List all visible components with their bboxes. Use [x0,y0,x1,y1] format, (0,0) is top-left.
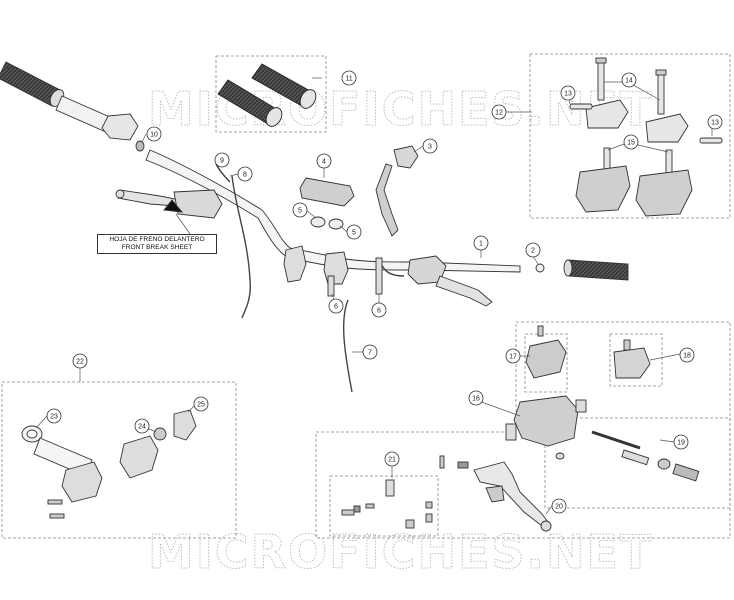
cable-adjuster-6b [375,257,383,295]
washer-5b [328,218,344,230]
note-line-english: FRONT BREAK SHEET [121,244,193,251]
throttle-group [21,409,197,519]
brake-lever-20 [473,461,549,527]
pin-13b [699,137,723,144]
callout-22: 22 [76,359,84,366]
cover-25 [173,409,197,441]
right-grip [567,259,629,281]
group-box-clamp-kit [609,333,663,387]
callout-14: 14 [625,78,633,85]
callout-5b: 5 [352,230,356,237]
group-box-throttle [1,381,237,539]
brake-sheet-pointer [163,199,184,213]
kill-switch-wire [375,163,399,237]
front-brake-sheet-note: HOJA DE FRENO DELANTERO FRONT BREAK SHEE… [97,234,217,254]
bolt-14b [657,71,665,115]
callout-23: 23 [50,414,58,421]
note-line-spanish: HOJA DE FRENO DELANTERO [109,236,205,243]
throttle-housing-upper [119,435,159,479]
bar-clamp-left [283,245,307,283]
callout-8: 8 [243,172,247,179]
lower-clamp-a [575,165,631,213]
cable-adjuster-6a [327,275,335,297]
clamps-group [569,57,723,217]
spring-19 [591,430,641,450]
bolt-15b [665,149,673,175]
group-box-reservoir-cap [524,333,568,393]
callout-18: 18 [683,353,691,360]
bolt-15a [603,147,611,171]
callout-15: 15 [627,140,635,147]
screw-22b [49,513,65,519]
callout-labels: 1 2 3 4 5 5 6 6 7 8 9 10 11 12 13 14 13 … [50,76,719,511]
group-box-lever-kit [329,475,439,537]
throttle-housing [101,113,139,141]
group-box-clamps [529,53,731,219]
piston-19 [621,449,650,466]
callout-13a: 13 [564,91,572,98]
pin-13a [569,103,593,110]
clamp-18 [613,347,651,379]
callout-12: 12 [495,110,503,117]
kill-switch [393,145,419,169]
leader-lines [35,77,713,515]
callout-4: 4 [322,159,326,166]
callout-6a: 6 [334,304,338,311]
callout-21: 21 [388,457,396,464]
bolt-14a [597,59,605,101]
callout-24: 24 [138,424,146,431]
pivot-bolt-21 [385,479,395,497]
reservoir-cap-17 [525,339,567,379]
brake-lever-on-bar [435,275,493,307]
master-cylinder-group [341,325,700,532]
callout-circles [46,70,723,514]
callout-3: 3 [428,144,432,151]
callout-11: 11 [345,76,352,83]
callout-17: 17 [509,354,517,361]
handlebar-tube [145,149,521,273]
callout-25: 25 [197,402,205,409]
ring-10 [135,140,145,152]
upper-clamp-b [645,113,689,143]
grips-group [217,63,317,127]
callout-20: 20 [555,504,563,511]
callout-6b: 6 [377,308,381,315]
crossbar-pad [299,177,355,207]
callout-10: 10 [150,132,158,139]
callout-9: 9 [220,158,224,165]
group-box-grips [215,55,327,133]
callout-16: 16 [472,396,480,403]
throttle-housing-lower [61,461,103,503]
upper-clamp-a [585,99,629,129]
washer-5a [310,216,326,228]
left-grip [0,61,61,107]
master-cylinder-body [513,395,579,447]
bar-end-2 [535,263,545,273]
callout-2: 2 [531,248,535,255]
pushrod-19 [672,463,700,482]
watermark-bottom: MICROFICHES.NET [148,525,653,579]
handlebar-assembly [0,61,629,307]
callout-1: 1 [479,241,483,248]
left-lever-perch [173,189,223,219]
screw-22a [47,499,63,505]
lower-clamp-b [635,169,693,217]
callout-13b: 13 [711,120,719,127]
callout-7: 7 [368,350,372,357]
callout-5a: 5 [298,208,302,215]
group-box-piston-kit [544,417,731,509]
ring-24 [153,427,167,441]
callout-19: 19 [677,440,685,447]
